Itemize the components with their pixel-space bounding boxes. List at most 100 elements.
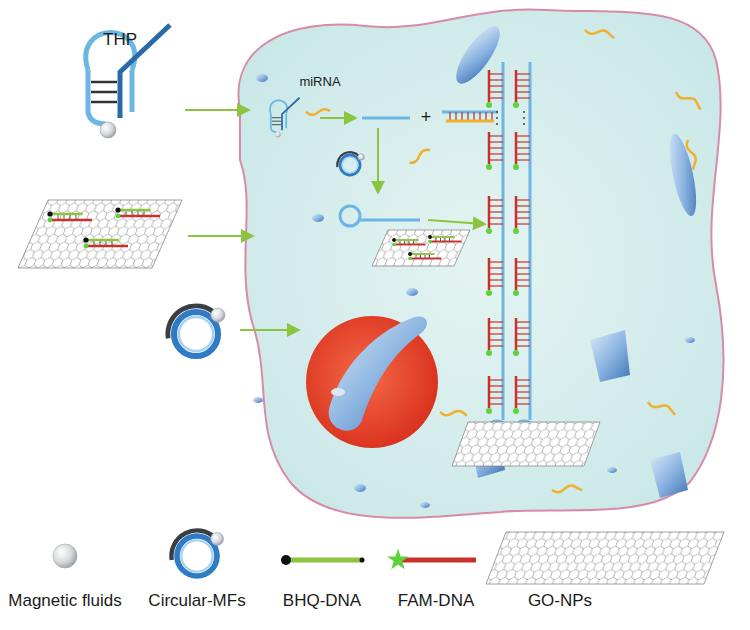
rca-product	[489, 91, 503, 92]
process-arrow	[320, 117, 355, 119]
legend-icons	[281, 555, 291, 565]
rca-product	[513, 164, 519, 170]
rca-product	[516, 345, 530, 346]
rca-product	[489, 211, 503, 212]
hairpin-probe	[86, 25, 170, 138]
target-label: miRNA	[299, 75, 340, 90]
organelles	[664, 132, 701, 218]
hairpin-probe	[285, 114, 287, 129]
legend-icons	[53, 544, 476, 569]
rca-product	[489, 147, 503, 148]
graphene-oxide-sheet	[372, 230, 470, 266]
hairpin-probe	[282, 98, 300, 131]
rca-product	[516, 159, 530, 160]
rca-product	[489, 223, 503, 224]
rca-product	[489, 159, 503, 160]
hairpin-probe	[91, 81, 117, 84]
legend-icons	[398, 558, 476, 563]
hairpin-probe	[272, 121, 281, 122]
hairpin-probe	[272, 124, 281, 125]
cell	[239, 10, 724, 518]
process-arrow	[240, 329, 298, 331]
graphene-oxide-sheet	[83, 237, 88, 242]
rca-product	[489, 285, 503, 286]
circular-mf	[168, 306, 225, 356]
rca-product	[516, 141, 530, 142]
organelles	[650, 452, 688, 498]
organelles	[420, 502, 430, 508]
circular-mf	[179, 317, 213, 351]
rca-product	[486, 408, 492, 414]
rca-product	[489, 199, 503, 200]
probe-label: THP	[103, 30, 137, 50]
legend-text: Magnetic fluids	[8, 591, 121, 611]
hairpin-probe	[91, 101, 117, 104]
mirna-strand	[552, 485, 582, 493]
rca-product	[513, 350, 519, 356]
legend-text: GO-NPs	[528, 591, 592, 611]
graphene-oxide-sheet	[410, 258, 442, 260]
process-arrow	[185, 109, 248, 111]
rca-product	[513, 290, 519, 296]
rca-product	[516, 285, 530, 286]
organelles	[590, 330, 630, 382]
graphene-oxide-sheet	[430, 236, 455, 238]
process-arrow	[188, 235, 252, 237]
organelles	[256, 74, 268, 82]
graphene-oxide-sheet	[486, 532, 724, 584]
mirna-duplex	[449, 112, 450, 120]
rca-product	[516, 333, 530, 334]
rca-product	[513, 102, 519, 108]
graphene-oxide-sheet	[50, 219, 92, 222]
graphene-oxide-sheet	[430, 241, 462, 243]
legend-icons	[286, 558, 362, 563]
rca-product	[516, 391, 530, 392]
legend-text: Circular-MFs	[148, 591, 245, 611]
hairpin-probe	[275, 132, 281, 138]
rca-product	[516, 73, 530, 74]
rca-product	[489, 205, 503, 206]
mirna-duplex	[485, 112, 486, 120]
circular-mf	[358, 154, 364, 160]
legend-text: FAM-DNA	[398, 591, 475, 611]
legend-icons	[53, 544, 77, 568]
mirna-strand	[585, 27, 616, 38]
graphene-oxide-sheet	[394, 244, 426, 246]
graphene-oxide-sheet	[392, 238, 396, 242]
primer-strand	[360, 219, 420, 222]
rca-product	[516, 403, 530, 404]
rca-product	[486, 290, 492, 296]
mirna-duplex	[442, 112, 498, 121]
rca-product	[516, 205, 530, 206]
nucleus	[306, 316, 438, 448]
rca-product	[489, 321, 503, 322]
hairpin-probe	[88, 70, 106, 124]
rca-product	[489, 279, 503, 280]
graphene-oxide-sheet	[408, 252, 412, 256]
rca-product	[523, 117, 525, 119]
mirna-strand	[685, 139, 698, 169]
legend-icons	[387, 548, 476, 569]
nucleus	[329, 317, 427, 431]
rca-product	[496, 111, 498, 113]
organelles	[354, 484, 366, 492]
rca-product	[523, 111, 525, 113]
mirna-strand	[675, 90, 704, 110]
rca-product	[486, 62, 535, 443]
graphene-oxide-sheet	[86, 239, 119, 242]
rca-product	[529, 62, 532, 420]
graphene-oxide-sheet	[18, 200, 182, 268]
rca-product	[486, 350, 492, 356]
graphene-oxide-sheet	[50, 213, 83, 216]
rca-product	[516, 97, 530, 98]
rca-product	[489, 403, 503, 404]
mirna-strand	[306, 109, 330, 114]
graphene-oxide-sheet	[452, 422, 600, 466]
mirna-duplex	[467, 112, 468, 120]
rca-product	[516, 199, 530, 200]
graphene-oxide-sheet	[410, 253, 435, 255]
hairpin-probe	[272, 117, 281, 118]
mirna-duplex	[491, 112, 492, 120]
rca-product	[489, 261, 503, 262]
rca-product	[489, 85, 503, 86]
